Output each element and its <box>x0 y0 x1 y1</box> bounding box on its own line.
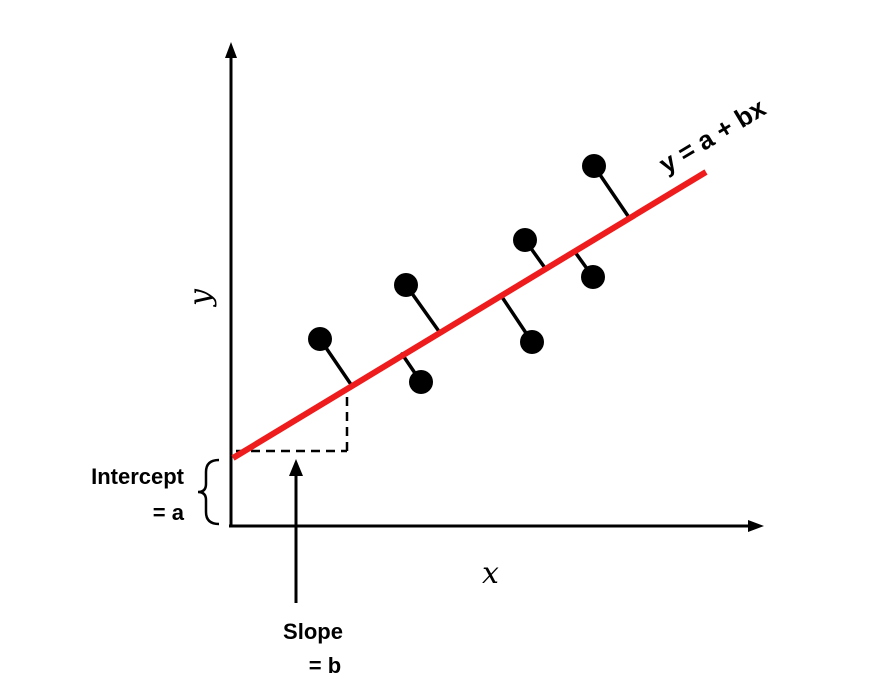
axes <box>225 42 764 532</box>
regression-line <box>231 169 708 461</box>
y-axis-arrowhead <box>225 42 237 58</box>
slope-label-line2: = b <box>309 653 341 678</box>
intercept-label-line1: Intercept <box>91 464 185 489</box>
data-point <box>394 273 418 297</box>
intercept-label-line2: = a <box>153 500 185 525</box>
data-point <box>520 330 544 354</box>
data-points <box>308 154 606 394</box>
data-point <box>513 228 537 252</box>
up-arrow-icon <box>289 459 303 603</box>
data-point <box>409 370 433 394</box>
y-axis-label: y <box>183 288 218 308</box>
data-point <box>582 154 606 178</box>
intercept-brace <box>197 458 220 526</box>
x-axis-label: x <box>482 556 499 591</box>
x-axis-arrowhead <box>748 520 764 532</box>
equation-label: y = a + bx <box>654 92 772 179</box>
data-point <box>581 265 605 289</box>
slope-label-line1: Slope <box>283 619 343 644</box>
slope-triangle <box>236 388 349 453</box>
data-point <box>308 327 332 351</box>
